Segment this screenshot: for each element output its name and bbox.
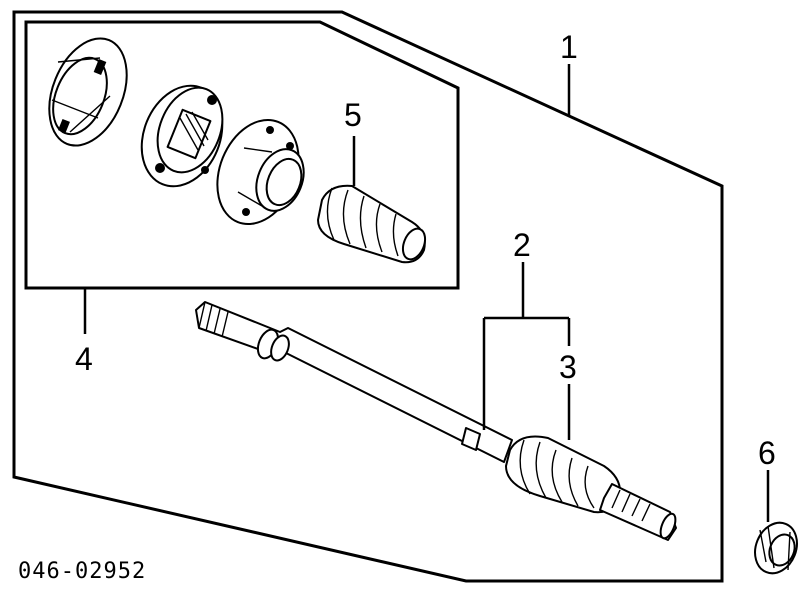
diagram-code: 046-02952	[18, 559, 146, 584]
leader-2-bracket	[482, 262, 569, 430]
callout-3: 3	[559, 349, 577, 385]
callout-5: 5	[344, 97, 362, 133]
kit-box-outline	[24, 20, 460, 290]
joint-housing	[216, 118, 305, 226]
callout-1: 1	[560, 29, 578, 65]
callout-4: 4	[75, 341, 93, 377]
cv-boot	[317, 184, 427, 264]
callout-6: 6	[758, 435, 776, 471]
callout-2: 2	[513, 227, 531, 263]
axle-nut	[754, 521, 798, 575]
joint-outer-race	[48, 37, 128, 147]
assembly-outline	[12, 10, 724, 583]
joint-tripod-bearing	[140, 84, 224, 188]
drive-shaft	[195, 301, 677, 541]
